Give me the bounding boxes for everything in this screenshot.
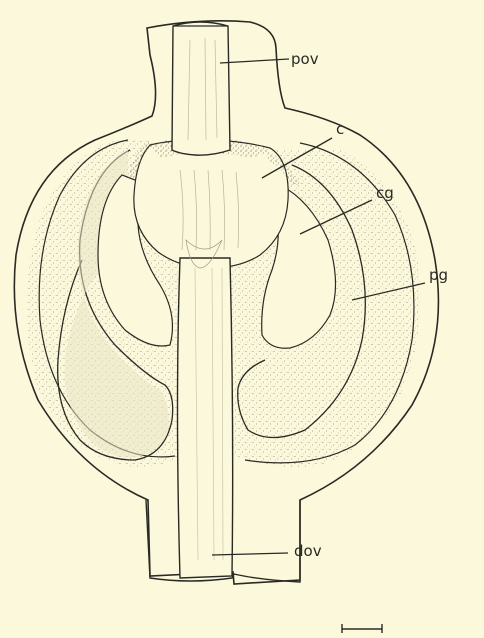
scale-bar: [342, 624, 382, 633]
label-dov: dov: [294, 542, 322, 560]
label-pov: pov: [291, 50, 319, 68]
proximal-duct: [172, 22, 230, 155]
label-pg: pg: [429, 266, 448, 284]
distal-duct: [178, 258, 233, 578]
colliculus: [134, 140, 288, 268]
label-cg: cg: [376, 184, 394, 202]
label-c: c: [336, 120, 344, 138]
